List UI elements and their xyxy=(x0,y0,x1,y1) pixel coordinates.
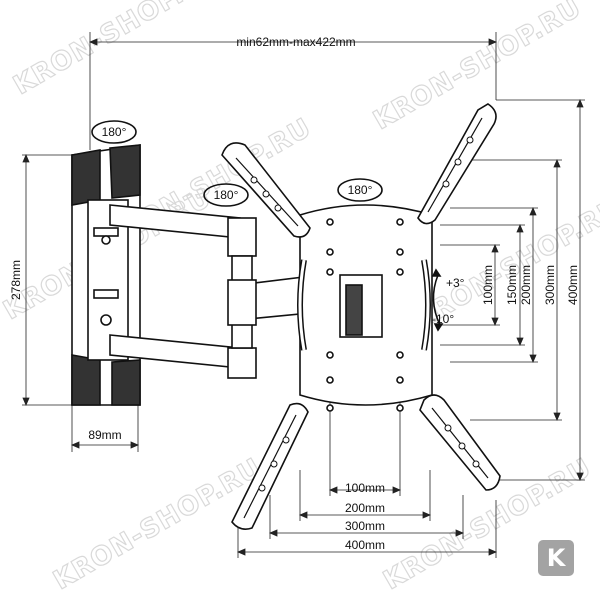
h400-label: 400mm xyxy=(345,538,385,552)
h200-label: 200mm xyxy=(345,501,385,515)
wall-height-label: 278mm xyxy=(9,260,23,300)
dimension-lines xyxy=(22,32,585,558)
tilt-down-label: -10° xyxy=(432,312,454,326)
kron-logo-badge: K xyxy=(538,540,574,576)
rotate-wall-arc-icon xyxy=(91,120,137,144)
span-label: min62mm-max422mm xyxy=(236,35,355,49)
rotate-plate-label: 180° xyxy=(348,183,373,197)
wall-depth-label: 89mm xyxy=(88,428,121,442)
rotate-arm-label: 180° xyxy=(214,188,239,202)
rotate-wall-label: 180° xyxy=(102,125,127,139)
wall-plate xyxy=(71,144,141,406)
tilt-arc-icon xyxy=(432,274,441,326)
labels: min62mm-max422mm 278mm 89mm 100mm 200mm … xyxy=(9,35,580,552)
rotate-plate-arc-icon xyxy=(337,178,383,202)
v200-label: 200mm xyxy=(519,265,533,305)
v150-label: 150mm xyxy=(505,265,519,305)
h100-label: 100mm xyxy=(345,481,385,495)
h300-label: 300mm xyxy=(345,519,385,533)
watermark-top-left: KRON-SHOP.RU xyxy=(9,0,227,101)
vesa-plate xyxy=(297,204,433,412)
rotate-arm-arc-icon xyxy=(203,183,249,207)
adapter-arms xyxy=(221,103,501,530)
v400-label: 400mm xyxy=(566,265,580,305)
v300-label: 300mm xyxy=(543,265,557,305)
v100-label: 100mm xyxy=(481,265,495,305)
tilt-up-label: +3° xyxy=(446,276,465,290)
rotation-symbols xyxy=(91,120,444,332)
